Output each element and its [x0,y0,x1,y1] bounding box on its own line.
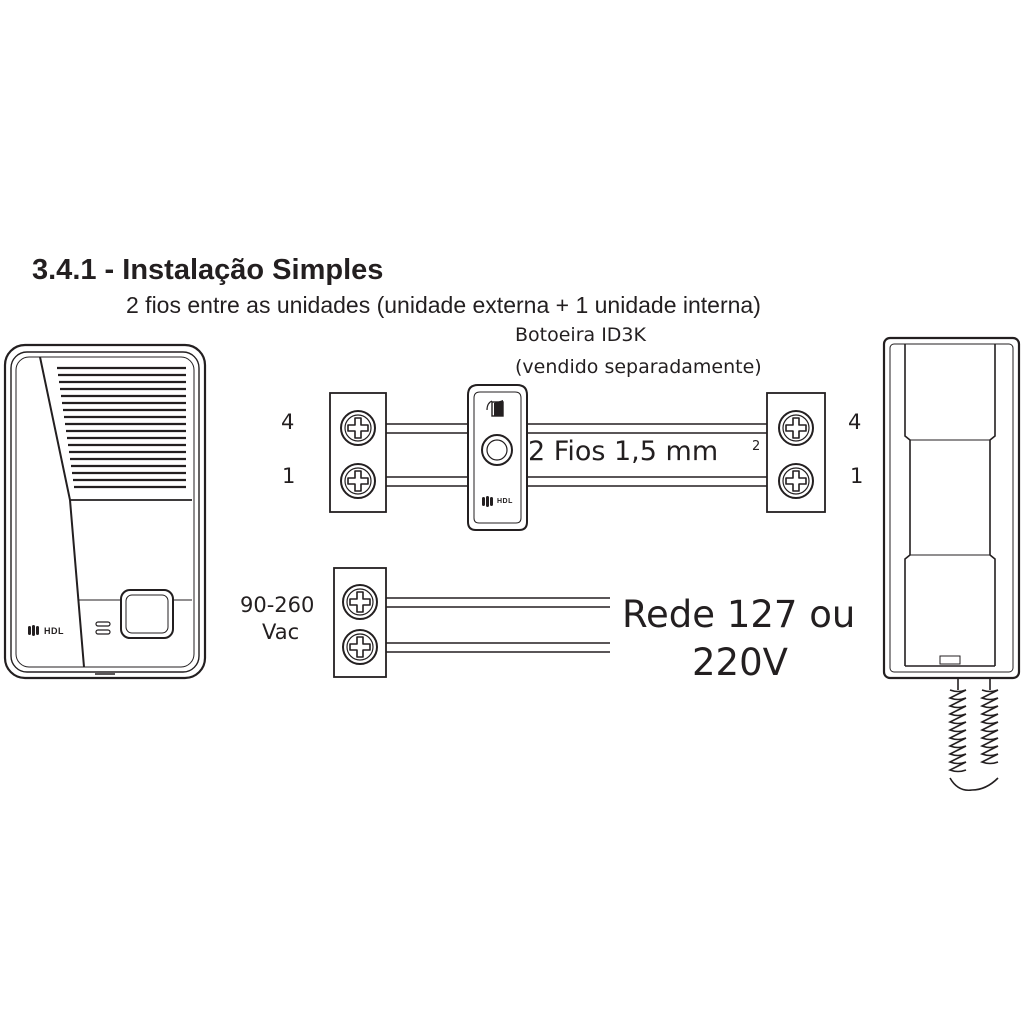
left-terminal-label-4: 4 [281,410,295,434]
hdl-logo-icon [482,496,493,507]
doorbell-button-device [467,384,528,531]
doorbell-button-name: Botoeira ID3K [515,324,646,346]
right-terminal-label-1: 1 [850,464,864,488]
left-terminal-block [329,392,387,513]
door-key-icon [486,400,504,417]
led-indicator-icon [95,621,111,635]
section-subtitle: 2 fios entre as unidades (unidade extern… [126,292,761,318]
screw-terminal-icon [342,584,378,620]
screw-terminal-icon [778,463,814,499]
wires-top [386,423,767,487]
mains-label-line2: 220V [692,641,788,684]
speaker-grille-icon [57,366,186,489]
screw-terminal-icon [340,463,376,499]
indoor-handset [882,336,1021,792]
right-terminal-label-4: 4 [848,410,862,434]
power-voltage-range: 90-260 [240,593,315,617]
power-terminal-block [333,567,610,678]
left-terminal-label-1: 1 [282,464,296,488]
wire-spec-label: 2 Fios 1,5 mm [528,436,719,467]
right-terminal-block [766,392,826,513]
screw-terminal-icon [778,410,814,446]
hdl-logo-text-button: HDL [497,498,513,505]
mains-label-line1: Rede 127 ou [622,593,856,636]
coiled-cord-icon [948,678,999,792]
hdl-logo-text-outdoor: HDL [44,626,64,636]
call-button-icon [120,589,174,639]
outdoor-unit [3,343,207,680]
screw-terminal-icon [340,410,376,446]
screw-terminal-icon [342,629,378,665]
doorbell-button-note: (vendido separadamente) [515,356,762,378]
section-title: 3.4.1 - Instalação Simples [32,254,384,286]
hdl-logo-icon [28,625,39,636]
power-unit: Vac [262,620,300,644]
wire-spec-superscript: 2 [752,439,761,454]
